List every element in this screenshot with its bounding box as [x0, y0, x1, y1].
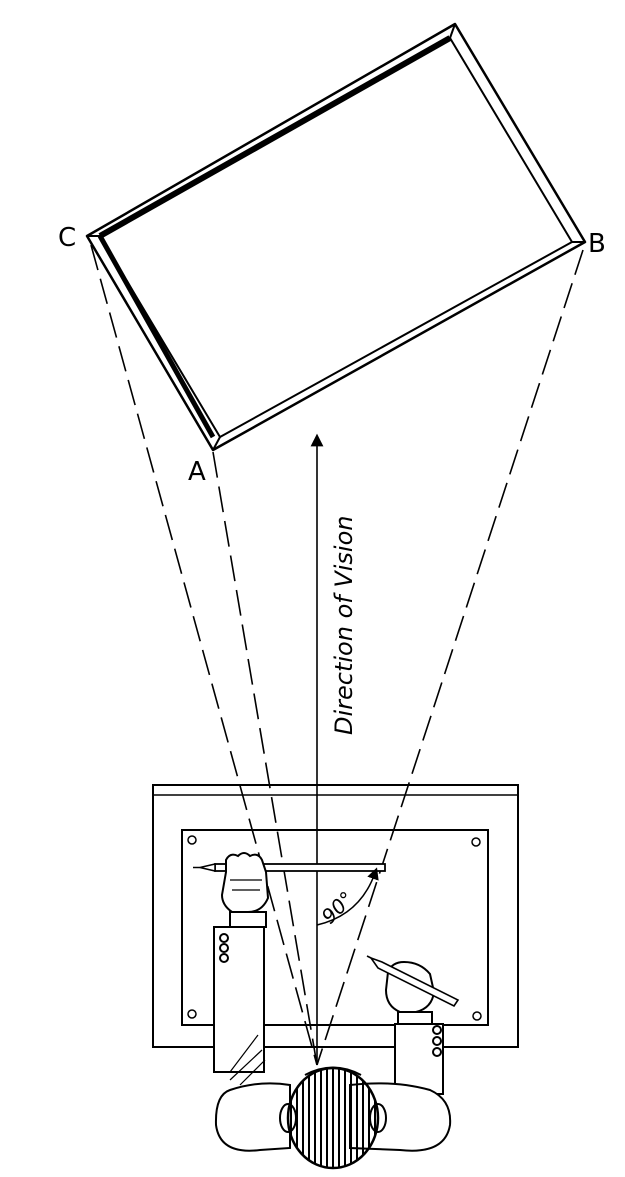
frame-outer: [85, 22, 587, 452]
right-cuff: [397, 1011, 433, 1025]
frame-bevel-top: [98, 35, 452, 239]
board-outer: [152, 784, 519, 1048]
angle-label: 90°: [317, 886, 359, 928]
corner-label-a: A: [188, 457, 206, 487]
sight-line-b: [316, 249, 584, 1066]
picture-frame: [85, 22, 587, 452]
head: [286, 1066, 380, 1170]
drawing-board: [152, 784, 519, 1048]
paper-sheet: [181, 829, 489, 1026]
thumbtack-br: [472, 1011, 482, 1021]
pencil-icon: [366, 955, 460, 1008]
corner-label-c: C: [58, 223, 76, 253]
left-arm: [213, 852, 270, 1073]
thumbtack-bl: [187, 1009, 197, 1019]
thumbtack-tl: [187, 835, 197, 845]
angle-arc: [316, 867, 379, 926]
sight-line-c: [90, 244, 318, 1066]
corner-label-b: B: [588, 229, 606, 259]
right-sleeve: [394, 1023, 444, 1095]
direction-label: Direction of Vision: [330, 516, 358, 736]
thumbtack-tr: [471, 837, 481, 847]
frame-bevel-left: [97, 234, 216, 439]
head-top-view: [279, 1066, 387, 1170]
sight-lines: [90, 244, 584, 1066]
left-fist: [220, 852, 270, 913]
sighting-pencil: [193, 863, 386, 872]
left-cuff: [229, 911, 267, 928]
torso-lines: [229, 1034, 266, 1086]
